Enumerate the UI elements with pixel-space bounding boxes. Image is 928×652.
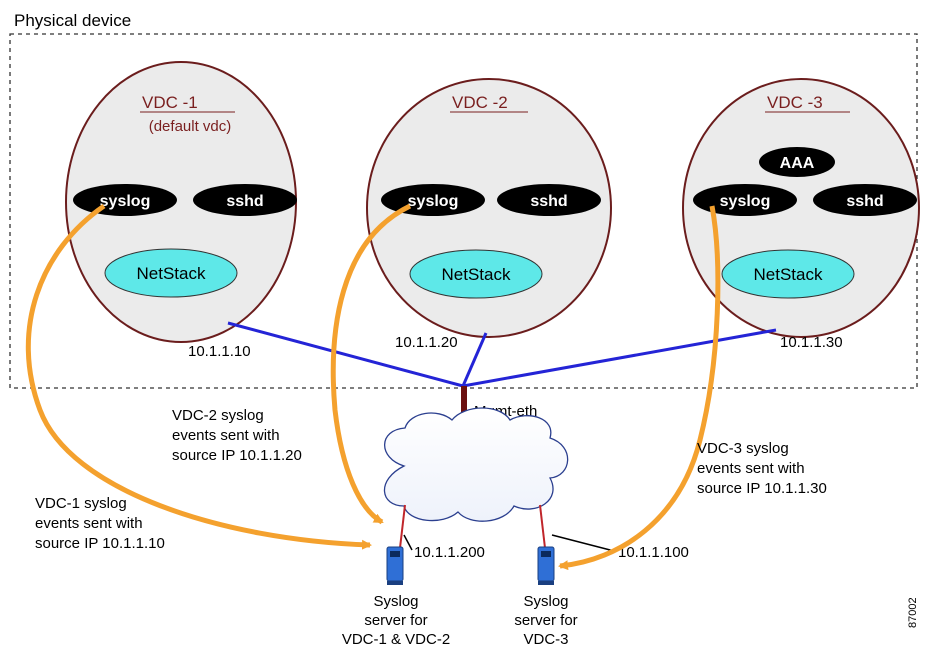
- sshd-pill-2: [497, 184, 601, 216]
- syslog-flow-vdc-3: [558, 205, 721, 571]
- vdc-1-events-line-1: VDC-1 syslog: [35, 495, 127, 512]
- netstack-1: [104, 248, 238, 298]
- syslog-label-1: syslog: [100, 193, 151, 210]
- server-1-caption-1: Syslog: [373, 593, 418, 610]
- syslog-pill-3: [693, 184, 797, 216]
- vdc-3-events-line-1: VDC-3 syslog: [697, 440, 789, 457]
- sshd-label-2: sshd: [530, 193, 567, 210]
- ip-vdc-2: 10.1.1.20: [395, 334, 458, 351]
- vdc-2: VDC -2 syslog sshd NetStack: [366, 78, 612, 338]
- vdc-1-subtitle: (default vdc): [149, 118, 232, 135]
- vdc-2-events-line-2: events sent with: [172, 427, 280, 444]
- server-2-ip: 10.1.1.100: [618, 544, 689, 561]
- network-links: [227, 321, 777, 388]
- sshd-label-1: sshd: [226, 193, 263, 210]
- aaa-pill: [759, 147, 835, 177]
- aaa-label: AAA: [780, 155, 815, 172]
- server-2-caption-1: Syslog: [523, 593, 568, 610]
- ip-vdc-3: 10.1.1.30: [780, 334, 843, 351]
- server-1-link: [399, 504, 406, 549]
- netstack-3: [721, 249, 855, 299]
- syslog-label-2: syslog: [408, 193, 459, 210]
- vdc-3-events-line-2: events sent with: [697, 460, 805, 477]
- sshd-pill-3: [813, 184, 917, 216]
- link-vdc-1: [227, 321, 464, 388]
- netstack-label-3: NetStack: [754, 265, 823, 284]
- server-2-link: [539, 504, 546, 549]
- server-1-ip-pointer: [403, 534, 413, 551]
- vdc-2-title: VDC -2: [452, 93, 508, 112]
- server-1-caption-2: server for: [364, 612, 427, 629]
- netstack-label-2: NetStack: [442, 265, 511, 284]
- netstack-2: [409, 249, 543, 299]
- vdc-3-events-line-3: source IP 10.1.1.30: [697, 480, 827, 497]
- syslog-flow-vdc-2: [330, 203, 412, 525]
- server-2-caption-3: VDC-3: [523, 631, 568, 648]
- syslog-server-1: [386, 546, 404, 585]
- vdc-1: VDC -1 (default vdc) syslog sshd NetStac…: [65, 61, 297, 343]
- vdc-1-title: VDC -1: [142, 93, 198, 112]
- ip-vdc-1: 10.1.1.10: [188, 343, 251, 360]
- link-vdc-3: [462, 328, 777, 388]
- network-cloud: [383, 407, 569, 522]
- vdc-1-events-line-3: source IP 10.1.1.10: [35, 535, 165, 552]
- server-1-caption-3: VDC-1 & VDC-2: [342, 631, 450, 648]
- syslog-server-2: [537, 546, 555, 585]
- sshd-label-3: sshd: [846, 193, 883, 210]
- vdc-2-events-line-3: source IP 10.1.1.20: [172, 447, 302, 464]
- vdc-1-events-line-2: events sent with: [35, 515, 143, 532]
- figure-id: 87002: [907, 597, 919, 628]
- netstack-label-1: NetStack: [137, 264, 206, 283]
- vdc-3: VDC -3 AAA syslog sshd NetStack: [682, 78, 920, 338]
- sshd-pill-1: [193, 184, 297, 216]
- server-1-ip: 10.1.1.200: [414, 544, 485, 561]
- vdc-2-events-line-1: VDC-2 syslog: [172, 407, 264, 424]
- server-2-ip-pointer: [551, 534, 615, 552]
- link-vdc-2: [461, 332, 488, 387]
- physical-device-label: Physical device: [14, 11, 131, 30]
- server-2-caption-2: server for: [514, 612, 577, 629]
- vdc-3-title: VDC -3: [767, 93, 823, 112]
- syslog-flow-vdc-1: [25, 203, 372, 550]
- syslog-label-3: syslog: [720, 193, 771, 210]
